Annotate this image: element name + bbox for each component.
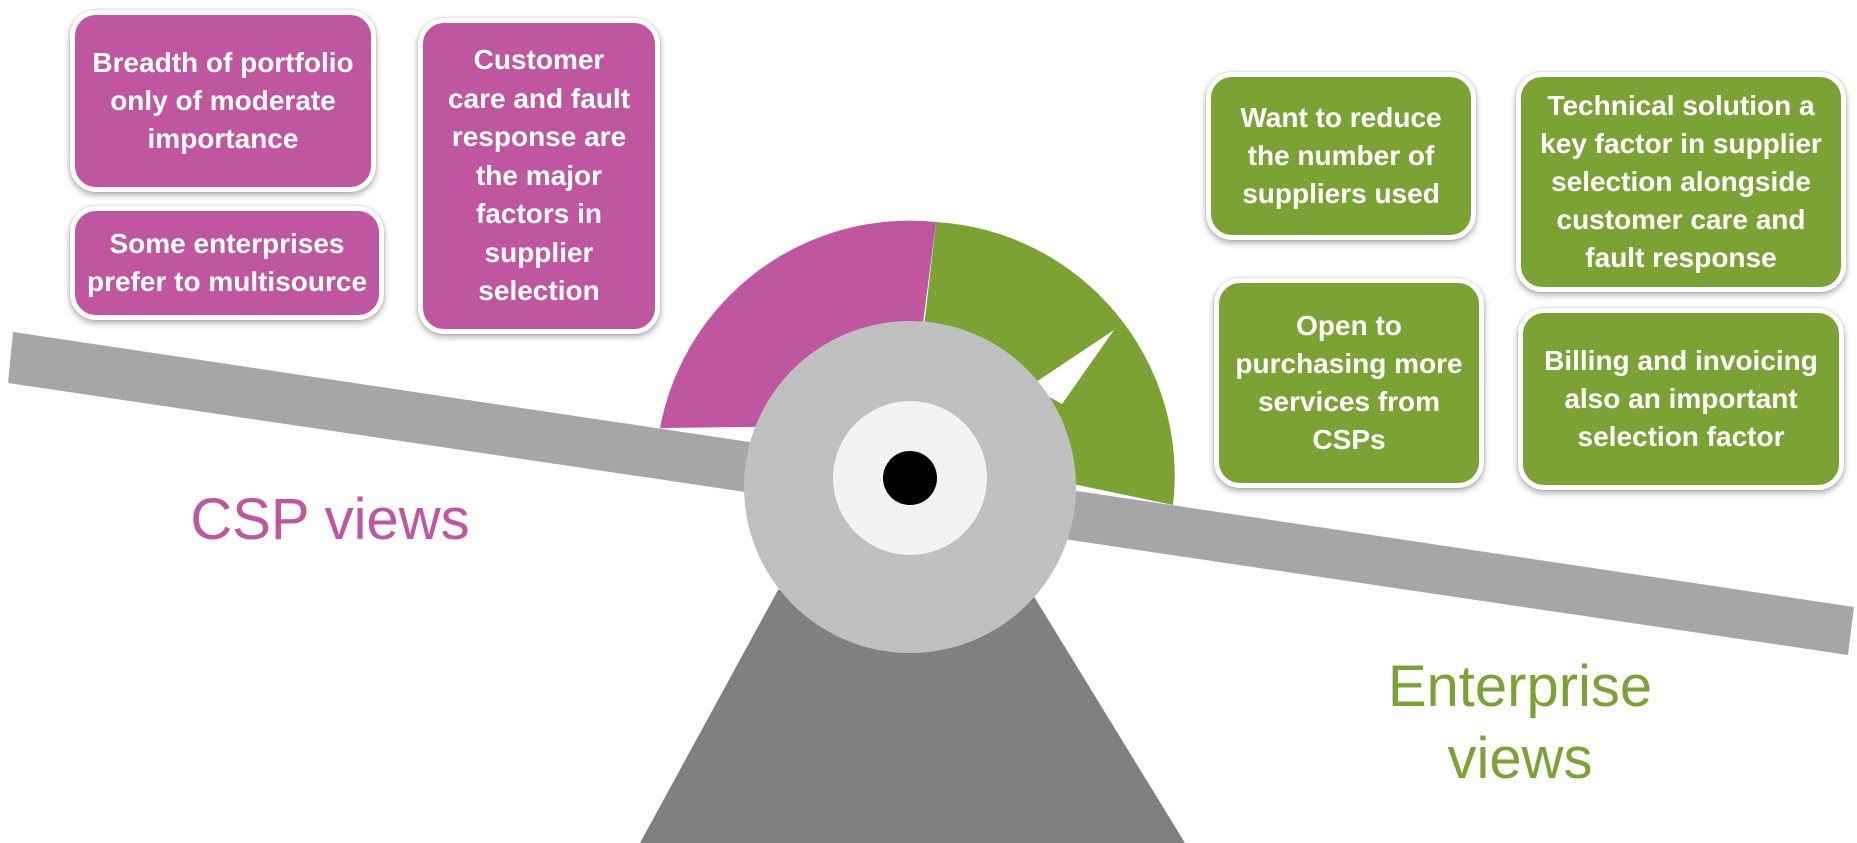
csp-card-multisource-text: Some enterprises prefer to multisource [86, 228, 368, 297]
csp-card-portfolio-text: Breadth of portfolio only of moderate im… [92, 47, 354, 154]
enterprise-card-reduce-suppliers-text: Want to reduce the number of suppliers u… [1240, 102, 1442, 209]
enterprise-card-billing: Billing and invoicing also an important … [1518, 308, 1844, 490]
csp-card-customer-care-text: Customer care and fault response are the… [447, 44, 631, 307]
enterprise-views-heading-line2: views [1447, 726, 1593, 791]
csp-card-multisource: Some enterprises prefer to multisource [70, 206, 384, 320]
pivot-point [883, 451, 937, 505]
gauge-needle [1030, 330, 1114, 404]
enterprise-views-heading: Enterprise views [1370, 651, 1670, 795]
csp-card-portfolio: Breadth of portfolio only of moderate im… [70, 10, 376, 192]
enterprise-card-billing-text: Billing and invoicing also an important … [1544, 345, 1818, 452]
csp-card-customer-care: Customer care and fault response are the… [418, 18, 660, 334]
enterprise-card-purchasing-text: Open to purchasing more services from CS… [1235, 310, 1463, 455]
scale-stand [640, 590, 1185, 843]
enterprise-card-reduce-suppliers: Want to reduce the number of suppliers u… [1206, 72, 1476, 240]
csp-views-heading: CSP views [190, 487, 470, 552]
enterprise-card-purchasing: Open to purchasing more services from CS… [1214, 278, 1484, 488]
enterprise-card-technical-solution: Technical solution a key factor in suppl… [1516, 72, 1846, 292]
enterprise-views-heading-line1: Enterprise [1387, 654, 1653, 719]
enterprise-card-technical-solution-text: Technical solution a key factor in suppl… [1540, 90, 1822, 273]
